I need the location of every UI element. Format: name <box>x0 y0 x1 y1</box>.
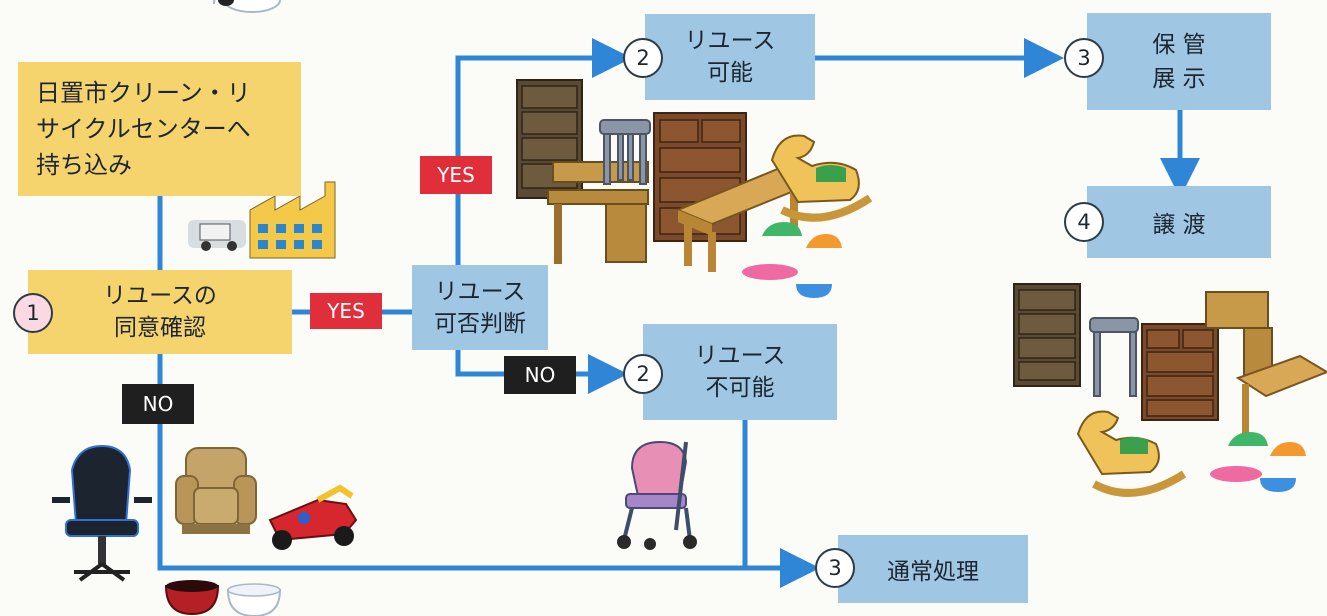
step-number-3-normal: 3 <box>815 548 855 588</box>
normal-process-line-1: 通常処理 <box>887 559 979 585</box>
furniture-group-right-icon <box>1013 283 1327 497</box>
race-car-toy-icon <box>268 484 358 550</box>
bowls-icon <box>164 0 282 616</box>
step-number-2-not-reusable: 2 <box>623 354 663 394</box>
transfer-box: 譲 渡 <box>1087 186 1271 258</box>
normal-process-box: 通常処理 <box>838 535 1028 603</box>
connector-judge-reusable <box>455 38 632 269</box>
storage-box: 保 管 展 示 <box>1087 13 1271 110</box>
not-reusable-line-1: リユース <box>694 343 786 369</box>
gaming-chair-icon <box>52 444 152 582</box>
consent-line-1: リユースの <box>103 283 217 309</box>
bring-in-line-3: 持ち込み <box>36 151 132 179</box>
judge-box: リユース 可否判断 <box>412 265 548 350</box>
connector-consent-normal <box>157 349 820 588</box>
bring-in-line-2: サイクルセンターへ <box>36 115 251 143</box>
armchair-icon <box>175 447 257 534</box>
no-tag-judge: NO <box>504 356 576 394</box>
not-reusable-box: リユース 不可能 <box>643 324 837 420</box>
consent-line-2: 同意確認 <box>114 315 206 341</box>
storage-line-2: 展 示 <box>1152 65 1206 92</box>
step-number-4: 4 <box>1064 202 1104 242</box>
judge-line-2: 可否判断 <box>434 310 526 337</box>
reusable-box: リユース 可能 <box>645 14 815 100</box>
storage-line-1: 保 管 <box>1152 31 1206 58</box>
yes-tag-judge: YES <box>420 156 492 194</box>
bring-in-box: 日置市クリーン・リ サイクルセンターへ 持ち込み <box>18 62 301 196</box>
reusable-line-2: 可能 <box>707 60 753 86</box>
factory-truck-icon <box>188 181 336 259</box>
bring-in-line-1: 日置市クリーン・リ <box>36 79 251 107</box>
step-number-2-reusable: 2 <box>623 38 663 78</box>
yes-tag-consent: YES <box>310 293 382 329</box>
step-number-3-storage: 3 <box>1064 38 1104 78</box>
step-number-1: 1 <box>13 293 53 333</box>
stroller-icon <box>617 440 697 550</box>
furniture-group-icon <box>516 79 873 298</box>
no-tag-consent: NO <box>122 384 194 424</box>
reusable-line-1: リユース <box>684 28 776 54</box>
not-reusable-line-2: 不可能 <box>705 375 775 401</box>
transfer-line-1: 譲 渡 <box>1152 212 1206 238</box>
judge-line-1: リユース <box>434 278 526 305</box>
consent-box: リユースの 同意確認 <box>28 270 292 354</box>
